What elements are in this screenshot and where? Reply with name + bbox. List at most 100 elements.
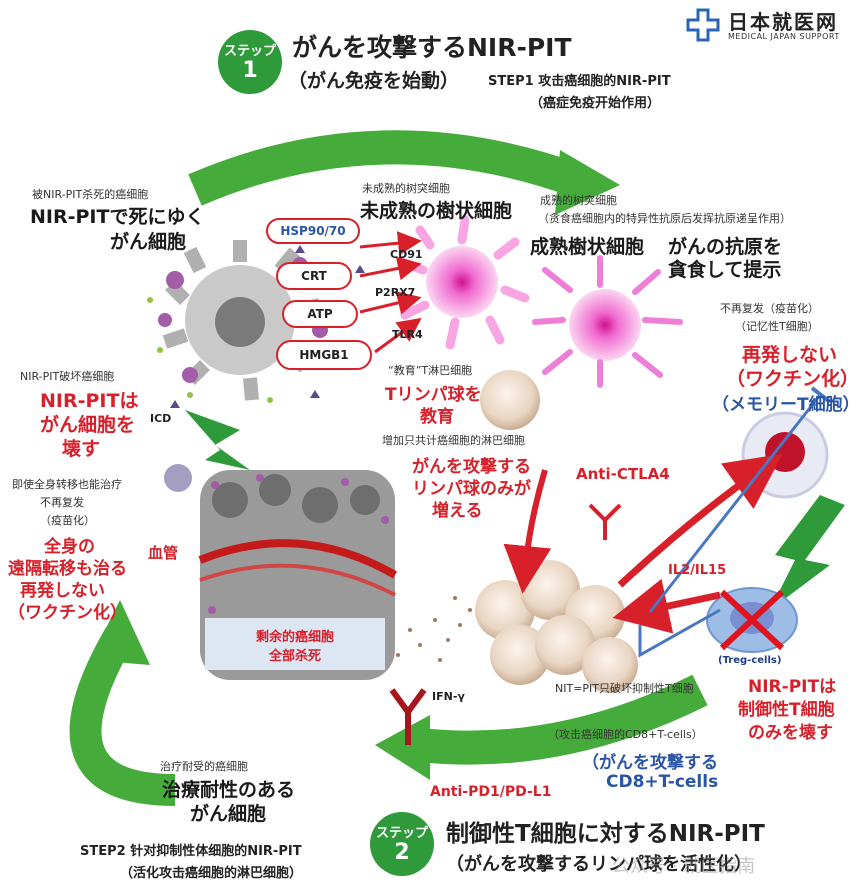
icd-label: ICD <box>150 412 172 425</box>
mature-dc-jp1: 成熟樹状細胞 <box>530 236 645 258</box>
signal-arrow-2 <box>359 256 422 281</box>
lightning-left <box>185 410 250 470</box>
cd8-blue1: （がんを攻撃する <box>582 753 718 773</box>
small-cancer-cell <box>164 464 192 492</box>
destroy-red3: 壊す <box>62 438 101 460</box>
immature-dc-cn: 未成熟的树突细胞 <box>362 182 450 195</box>
step2-cn-title: STEP2 针对抑制性体细胞的NIR-PIT <box>80 844 302 859</box>
receptor-cd91: CD91 <box>390 248 423 261</box>
logo[interactable]: 日本就医网 MEDICAL JAPAN SUPPORT <box>686 6 861 46</box>
red-arrow-down <box>503 469 552 594</box>
memory-red2: （ワクチン化） <box>726 368 860 390</box>
vessel-label: 血管 <box>148 544 179 562</box>
resistant-jp2: がん細胞 <box>190 803 267 825</box>
metastasis-cn3: （疫苗化） <box>40 514 95 527</box>
educated-cn: “教育”T淋巴细胞 <box>388 364 473 377</box>
metastasis-red2: 遠隔転移も治る <box>8 559 127 579</box>
metastasis-cn1: 即使全身转移也能治疗 <box>12 478 122 491</box>
signal-arrow-3 <box>359 291 422 315</box>
signal-crt: CRT <box>276 262 352 290</box>
anti-pd1-label: Anti-PD1/PD-L1 <box>430 784 552 800</box>
resistant-cn: 治疗耐受的癌细胞 <box>160 760 248 773</box>
il2-label: IL2/IL15 <box>668 563 727 578</box>
step2-subtitle: （がんを攻撃するリンパ球を活性化） <box>446 854 752 875</box>
destroy-red1: NIR-PITは <box>40 390 139 412</box>
step1-badge-number: 1 <box>242 58 258 83</box>
destroy-cn: NIR-PIT破坏癌细胞 <box>20 370 115 383</box>
watermark: 公众号 · 就医指南 <box>612 856 756 877</box>
step2-title: 制御性T細胞に対するNIR-PIT <box>446 821 765 847</box>
memory-cn1: 不再复发（疫苗化） <box>720 302 819 315</box>
antibody-ctla4 <box>588 503 622 540</box>
t-cell-cluster <box>475 560 638 693</box>
step2-badge-label: ステップ <box>375 826 428 841</box>
destroy-red2: がん細胞を <box>40 414 136 436</box>
lightning-right <box>770 495 845 610</box>
killed-cell-jp2: がん細胞 <box>110 231 187 253</box>
educated-t-cell <box>480 370 540 430</box>
metastasis-red3: 再発しない <box>20 581 105 601</box>
mature-dc-jp3: 貪食して提示 <box>668 259 782 281</box>
signal-arrow-4 <box>374 317 422 354</box>
signal-atp: ATP <box>282 300 358 328</box>
immature-dendritic-cell <box>397 215 530 350</box>
receptor-p2rx7: P2RX7 <box>375 286 416 299</box>
signal-hmgb1: HMGB1 <box>276 340 372 370</box>
killed-cell-jp1: NIR-PITで死にゆく <box>30 206 205 228</box>
mature-dc-jp2: がんの抗原を <box>668 236 783 258</box>
remaining-box-line2: 全部杀死 <box>268 649 321 664</box>
bottom-green-arrow <box>418 674 708 765</box>
blue-inhibit-line <box>638 608 721 658</box>
mature-dc-cn2: （贪食癌细胞内的特异性抗原后发挥抗原递呈作用） <box>538 212 791 225</box>
treg-label: (Treg-cells) <box>718 655 782 666</box>
nit-cn: NIT=PIT只破坏抑制性T细胞 <box>555 682 694 695</box>
memory-blue: （メモリーT細胞） <box>712 395 860 415</box>
step2-badge: ステップ 2 <box>370 812 434 876</box>
red-arrow-memory <box>617 453 783 588</box>
remaining-box-line1: 剩余的癌细胞 <box>255 630 334 645</box>
anti-ctla4-label: Anti-CTLA4 <box>576 465 670 483</box>
receptor-tlr4: TLR4 <box>392 328 423 341</box>
top-green-arrow <box>188 130 581 206</box>
memory-red1: 再発しない <box>742 344 838 366</box>
logo-subtitle: MEDICAL JAPAN SUPPORT <box>728 32 840 41</box>
treg-red2: 制御性T細胞 <box>738 700 835 720</box>
killed-cell-cn: 被NIR-PIT杀死的癌细胞 <box>32 188 149 201</box>
cross-logo-icon <box>686 8 720 42</box>
step2-cn-subtitle: （活化攻击癌细胞的淋巴细胞） <box>120 866 303 881</box>
immature-dc-jp: 未成熟の樹状細胞 <box>360 200 513 222</box>
step1-badge: ステップ 1 <box>218 30 282 94</box>
signal-arrow-1 <box>359 231 422 256</box>
cd8-blue2: CD8+T-cells <box>606 772 719 792</box>
educated-red1: Tリンパ球を <box>385 385 482 405</box>
cd8-cn: （攻击癌细胞的CD8+T-cells） <box>548 728 703 741</box>
step1-title: がんを攻撃するNIR-PIT <box>292 33 572 62</box>
educated-red2: 教育 <box>420 407 454 427</box>
memory-cn2: （记忆性T细胞） <box>735 320 819 333</box>
mature-dc-cn1: 成熟的树突细胞 <box>540 194 617 207</box>
step2-badge-number: 2 <box>394 840 410 865</box>
step1-cn-title: STEP1 攻击癌细胞的NIR-PIT <box>488 74 671 89</box>
metastasis-red4: （ワクチン化） <box>8 603 127 623</box>
logo-name: 日本就医网 <box>728 10 838 34</box>
antibody-pd1 <box>389 688 427 745</box>
remaining-cells-box: 剩余的癌细胞 全部杀死 <box>205 618 385 670</box>
signal-hsp: HSP90/70 <box>266 218 360 244</box>
step1-subtitle: （がん免疫を始動） <box>288 70 460 92</box>
mature-dendritic-cell <box>532 255 683 388</box>
treg-red1: NIR-PITは <box>748 677 837 697</box>
metastasis-cn2: 不再复发 <box>40 496 84 509</box>
step1-cn-subtitle: （癌症免疫开始作用） <box>530 96 661 111</box>
treg-cell <box>706 587 798 653</box>
left-green-arrow <box>69 626 176 806</box>
memory-t-cell <box>741 411 829 499</box>
increase-red2: リンパ球のみが <box>412 479 531 499</box>
increase-red1: がんを攻撃する <box>412 457 531 477</box>
metastasis-red1: 全身の <box>44 537 95 557</box>
increase-red3: 増える <box>432 501 483 521</box>
resistant-jp1: 治療耐性のある <box>162 779 296 801</box>
step1-badge-label: ステップ <box>223 44 276 59</box>
treg-red3: のみを壊す <box>748 723 833 743</box>
increase-cn: 增加只共计癌细胞的淋巴细胞 <box>382 434 525 447</box>
ifn-label: IFN-γ <box>432 690 465 703</box>
